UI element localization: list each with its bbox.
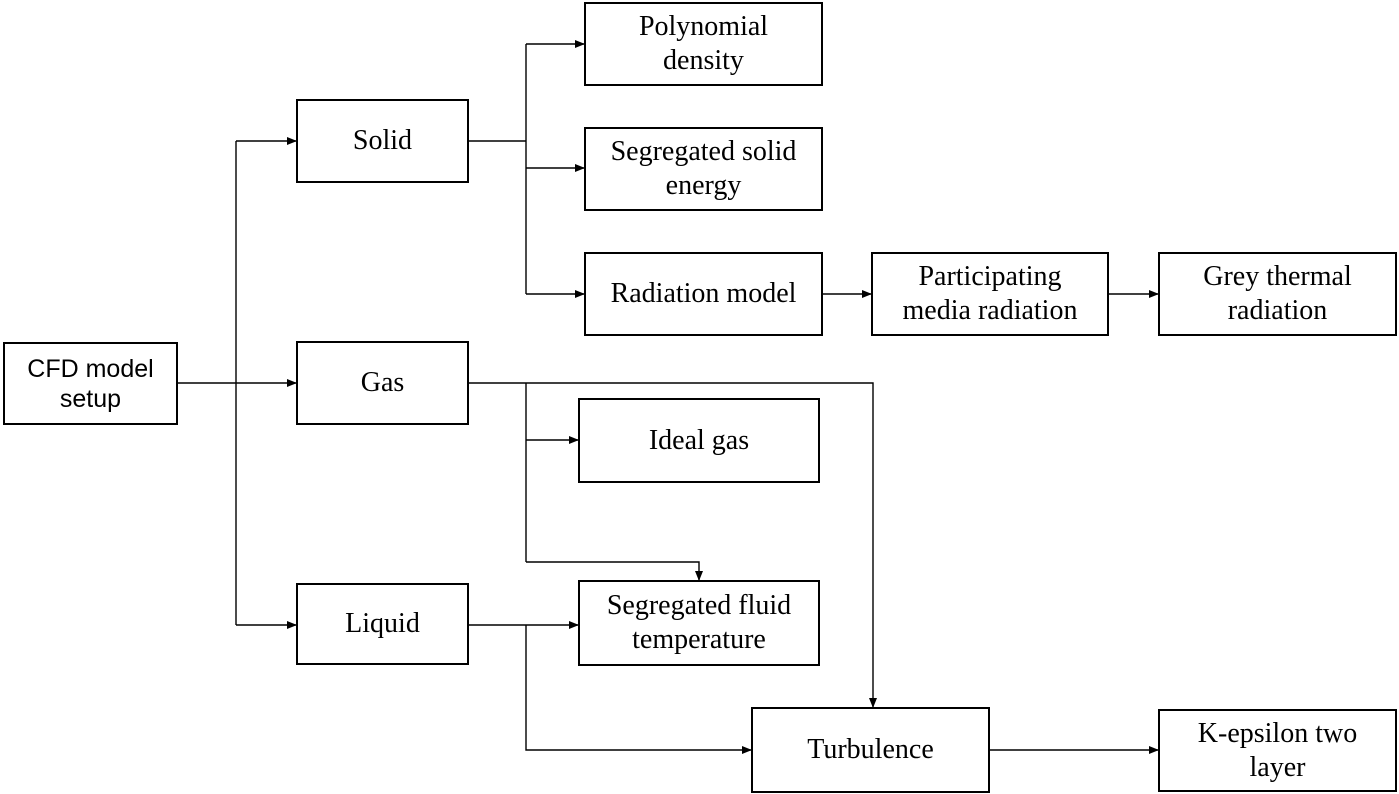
node-label: Segregated solid energy — [610, 136, 797, 201]
node-label: Polynomial density — [638, 11, 769, 76]
edge-liquid-to-turbulence — [525, 625, 752, 754]
edge-gas-to-turbulence — [469, 382, 877, 708]
node-gas: Gas — [296, 341, 469, 425]
node-segregated-fluid-temperature: Segregated fluid temperature — [578, 580, 820, 666]
node-label: Grey thermal radiation — [1203, 261, 1352, 326]
node-label: Gas — [360, 367, 405, 399]
node-label: Radiation model — [610, 278, 797, 310]
node-cfd-model-setup: CFD model setup — [3, 342, 178, 425]
node-participating-media-radiation: Participating media radiation — [871, 252, 1109, 336]
node-polynomial-density: Polynomial density — [584, 2, 823, 86]
node-ideal-gas: Ideal gas — [578, 398, 820, 483]
node-k-epsilon-two-layer: K-epsilon two layer — [1158, 709, 1397, 792]
node-label: Segregated fluid temperature — [606, 590, 792, 655]
node-grey-thermal-radiation: Grey thermal radiation — [1158, 252, 1397, 336]
node-label: Ideal gas — [648, 424, 750, 456]
node-solid: Solid — [296, 99, 469, 183]
node-label: Solid — [352, 125, 413, 157]
node-label: K-epsilon two layer — [1197, 717, 1358, 783]
node-label: Turbulence — [807, 734, 934, 766]
node-radiation-model: Radiation model — [584, 252, 823, 336]
node-label: Participating media radiation — [902, 261, 1078, 326]
edge-gas-to-segregated-fluid — [526, 561, 703, 581]
node-segregated-solid-energy: Segregated solid energy — [584, 127, 823, 211]
node-turbulence: Turbulence — [751, 707, 990, 793]
node-label: Liquid — [345, 608, 420, 640]
node-label: CFD model setup — [27, 354, 154, 413]
node-liquid: Liquid — [296, 583, 469, 665]
